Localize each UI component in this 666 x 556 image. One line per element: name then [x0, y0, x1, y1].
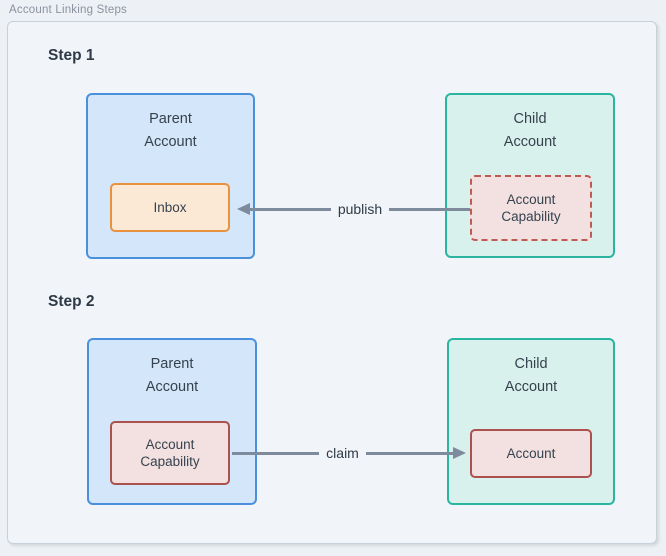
step1-account-capability-node: Account Capability	[470, 175, 592, 241]
step1-capability-label-line1: Account	[506, 192, 556, 207]
arrow-line	[365, 451, 454, 455]
arrowhead-right-icon	[453, 447, 467, 459]
arrow-line	[389, 207, 470, 211]
step1-parent-title-line2: Account	[144, 134, 197, 150]
claim-arrow: claim	[232, 442, 467, 464]
arrowhead-left-icon	[237, 203, 250, 215]
step1-capability-label-line2: Capability	[501, 209, 561, 224]
step2-capability-label-line1: Account	[145, 437, 195, 452]
step2-capability-label-line2: Capability	[140, 454, 200, 469]
step2-child-title-line1: Child	[514, 356, 548, 372]
step2-parent-title-line2: Account	[145, 379, 199, 395]
step1-inbox-label: Inbox	[153, 200, 187, 215]
publish-arrow-label: publish	[337, 201, 383, 217]
step1-parent-account-box: Parent Account Inbox	[86, 93, 255, 259]
step2-parent-account-box: Parent Account Account Capability	[87, 338, 257, 505]
step2-parent-account-title: Parent Account	[89, 353, 255, 399]
step-1-heading: Step 1	[48, 47, 95, 64]
step1-child-title-line1: Child	[513, 111, 547, 127]
step2-parent-title-line1: Parent	[150, 356, 194, 372]
step2-account-capability-node: Account Capability	[110, 421, 230, 485]
step2-account-node: Account	[470, 429, 592, 478]
step1-parent-title-line1: Parent	[149, 111, 192, 127]
step2-account-label: Account	[506, 446, 556, 461]
diagram-title: Account Linking Steps	[9, 4, 127, 16]
step1-inbox-node: Inbox	[110, 183, 230, 232]
step2-child-account-box: Child Account Account	[447, 338, 615, 505]
step1-child-title-line2: Account	[503, 134, 557, 150]
step-2-heading: Step 2	[48, 293, 95, 310]
step2-child-account-title: Child Account	[449, 353, 613, 399]
publish-arrow: publish	[237, 198, 470, 220]
arrow-line	[250, 207, 331, 211]
step1-child-account-box: Child Account Account Capability	[445, 93, 615, 258]
step1-child-account-title: Child Account	[447, 108, 613, 154]
step1-parent-account-title: Parent Account	[88, 108, 253, 154]
arrow-line	[232, 451, 320, 455]
claim-arrow-label: claim	[326, 445, 359, 461]
step2-child-title-line2: Account	[504, 379, 558, 395]
